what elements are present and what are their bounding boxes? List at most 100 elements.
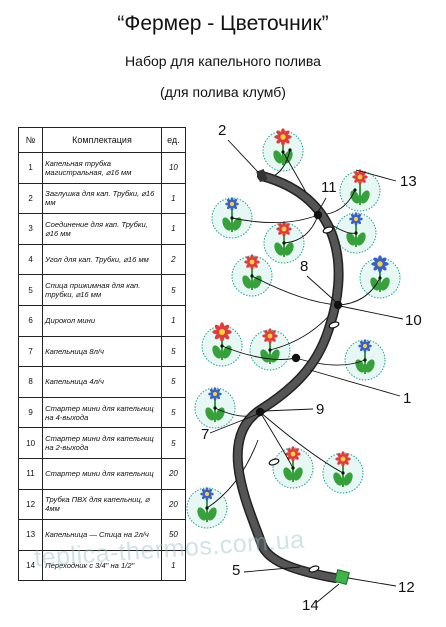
petal: [284, 229, 290, 235]
leaf: [274, 242, 284, 256]
row-number: 14: [17, 549, 44, 582]
row-quantity: 1: [160, 213, 187, 245]
callout-label: 14: [302, 597, 319, 614]
callout-leader-line: [355, 169, 397, 182]
row-item-name: Капельница — Спица на 2л/ч: [42, 519, 162, 551]
petal: [215, 394, 221, 400]
column-header-contents: Комплектация: [42, 127, 162, 153]
leaf: [212, 345, 222, 359]
petal: [209, 388, 215, 394]
callout-leader-line: [339, 305, 404, 320]
leaf: [205, 407, 215, 421]
leaf: [207, 507, 217, 521]
petal: [293, 448, 299, 454]
leaf: [284, 242, 294, 256]
petal: [380, 257, 387, 264]
petal: [359, 346, 365, 352]
callout-label: 10: [405, 312, 422, 329]
row-item-name: Угол для кап. Трубки, ⌀16 мм: [42, 243, 162, 276]
page-subtitle-2: (для полива клумб): [160, 84, 286, 100]
dripper: [354, 231, 358, 235]
callout-label: 8: [300, 258, 308, 275]
starter-fitting: [255, 407, 265, 417]
callout-label: 9: [316, 401, 324, 418]
petal: [201, 488, 207, 494]
callout-label: 2: [218, 122, 226, 139]
petal: [222, 332, 230, 340]
drip-tube: [231, 214, 319, 224]
row-number: 6: [17, 304, 44, 337]
leaf: [283, 467, 293, 481]
leaf: [346, 232, 356, 246]
row-quantity: 10: [160, 152, 187, 184]
petal: [276, 137, 283, 144]
callout-label: 13: [400, 173, 417, 190]
petal: [380, 264, 387, 271]
callout-leader-line: [243, 566, 301, 573]
petal: [293, 454, 299, 460]
petal: [226, 198, 232, 204]
petal: [287, 448, 293, 454]
row-item-name: Спица прижимная для кап. трубки, ⌀16 мм: [42, 274, 162, 306]
petal: [337, 459, 343, 465]
dripper: [378, 276, 382, 280]
callout-leader-line: [347, 577, 397, 587]
column-header-unit: ед.: [160, 127, 187, 153]
leaf: [365, 359, 375, 373]
petal: [215, 388, 221, 394]
flower-center: [357, 174, 363, 180]
page-title: “Фермер - Цветочник”: [117, 12, 329, 35]
row-quantity: 5: [160, 366, 187, 398]
leaf: [380, 277, 390, 291]
row-item-name: Капельная трубка магистральная, ⌀16 мм: [42, 152, 162, 184]
row-number: 4: [17, 243, 44, 276]
drip-tube: [259, 411, 344, 474]
petal: [226, 204, 232, 210]
dripper: [281, 150, 285, 154]
petal: [209, 394, 215, 400]
flower-center: [267, 333, 273, 339]
petal: [343, 453, 349, 459]
petal: [365, 340, 371, 346]
dripper: [268, 348, 272, 352]
dripper: [341, 471, 345, 475]
row-item-name: Трубка ПВХ для капельниц, ⌀ 4мм: [42, 488, 162, 521]
flower-center: [353, 216, 359, 222]
column-header-number: №: [17, 127, 44, 153]
flower-center: [281, 226, 287, 232]
petal: [284, 223, 290, 229]
callout-leader-line: [263, 408, 314, 412]
row-quantity: 1: [160, 549, 187, 582]
row-number: 3: [17, 213, 44, 245]
callout-leader-line: [227, 139, 259, 173]
petal: [232, 198, 238, 204]
row-number: 10: [17, 427, 44, 459]
petal: [270, 330, 276, 336]
leaf: [252, 275, 262, 289]
callout-leader-line: [315, 583, 340, 604]
callout-label: 5: [232, 562, 240, 579]
petal: [214, 332, 222, 340]
table-header-row: № Комплектация ед.: [17, 127, 187, 153]
dripper: [230, 216, 234, 220]
flower-center: [204, 491, 210, 497]
petal: [201, 494, 207, 500]
callout-leader-line: [309, 369, 401, 397]
drip-tube: [259, 411, 294, 469]
row-item-name: Стартер мини для капельниц на 2-выхода: [42, 427, 162, 459]
callout-label: 11: [321, 179, 337, 196]
petal: [222, 324, 230, 332]
row-quantity: 5: [160, 427, 187, 459]
petal: [287, 454, 293, 460]
row-number: 7: [17, 335, 44, 368]
leaf: [273, 150, 283, 164]
flower-center: [229, 201, 235, 207]
petal: [264, 336, 270, 342]
petal: [373, 257, 380, 264]
